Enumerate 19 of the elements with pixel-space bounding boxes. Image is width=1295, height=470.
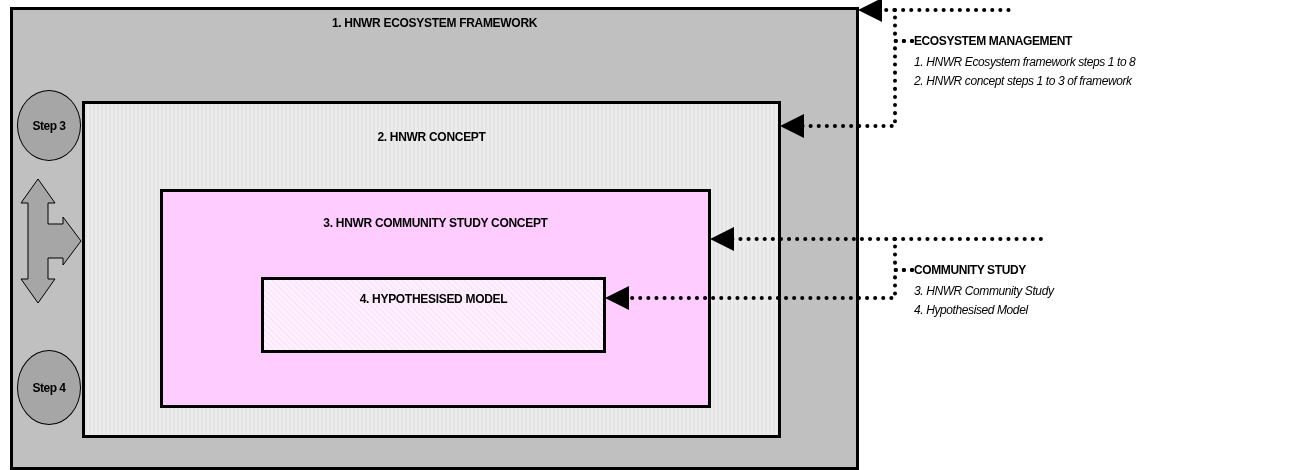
framework-box: [10, 7, 859, 470]
list-item: 3. HNWR Community Study: [914, 283, 1056, 300]
community-study-box: [160, 189, 711, 408]
concept-box: [82, 101, 781, 438]
box-title: 1. HNWR ECOSYSTEM FRAMEWORK: [331, 16, 538, 30]
step-circle: Step 4: [17, 350, 81, 425]
heading: ECOSYSTEM MANAGEMENT: [914, 33, 1074, 50]
box-title: 2. HNWR CONCEPT: [377, 130, 486, 144]
step-circle: Step 3: [17, 90, 81, 161]
dotted-arrow: [605, 268, 914, 310]
box-title: 3. HNWR COMMUNITY STUDY CONCEPT: [323, 216, 548, 230]
list-item: 1. HNWR Ecosystem framework steps 1 to 8: [914, 54, 1137, 71]
box-title: 4. HYPOTHESISED MODEL: [359, 292, 508, 306]
three-way-arrow: [20, 178, 82, 304]
list-item: 2. HNWR concept steps 1 to 3 of framework: [914, 73, 1133, 90]
model-box: [261, 277, 606, 353]
dotted-arrow: [780, 39, 914, 138]
heading: COMMUNITY STUDY: [914, 262, 1027, 279]
list-item: 4. Hypothesised Model: [914, 302, 1030, 319]
